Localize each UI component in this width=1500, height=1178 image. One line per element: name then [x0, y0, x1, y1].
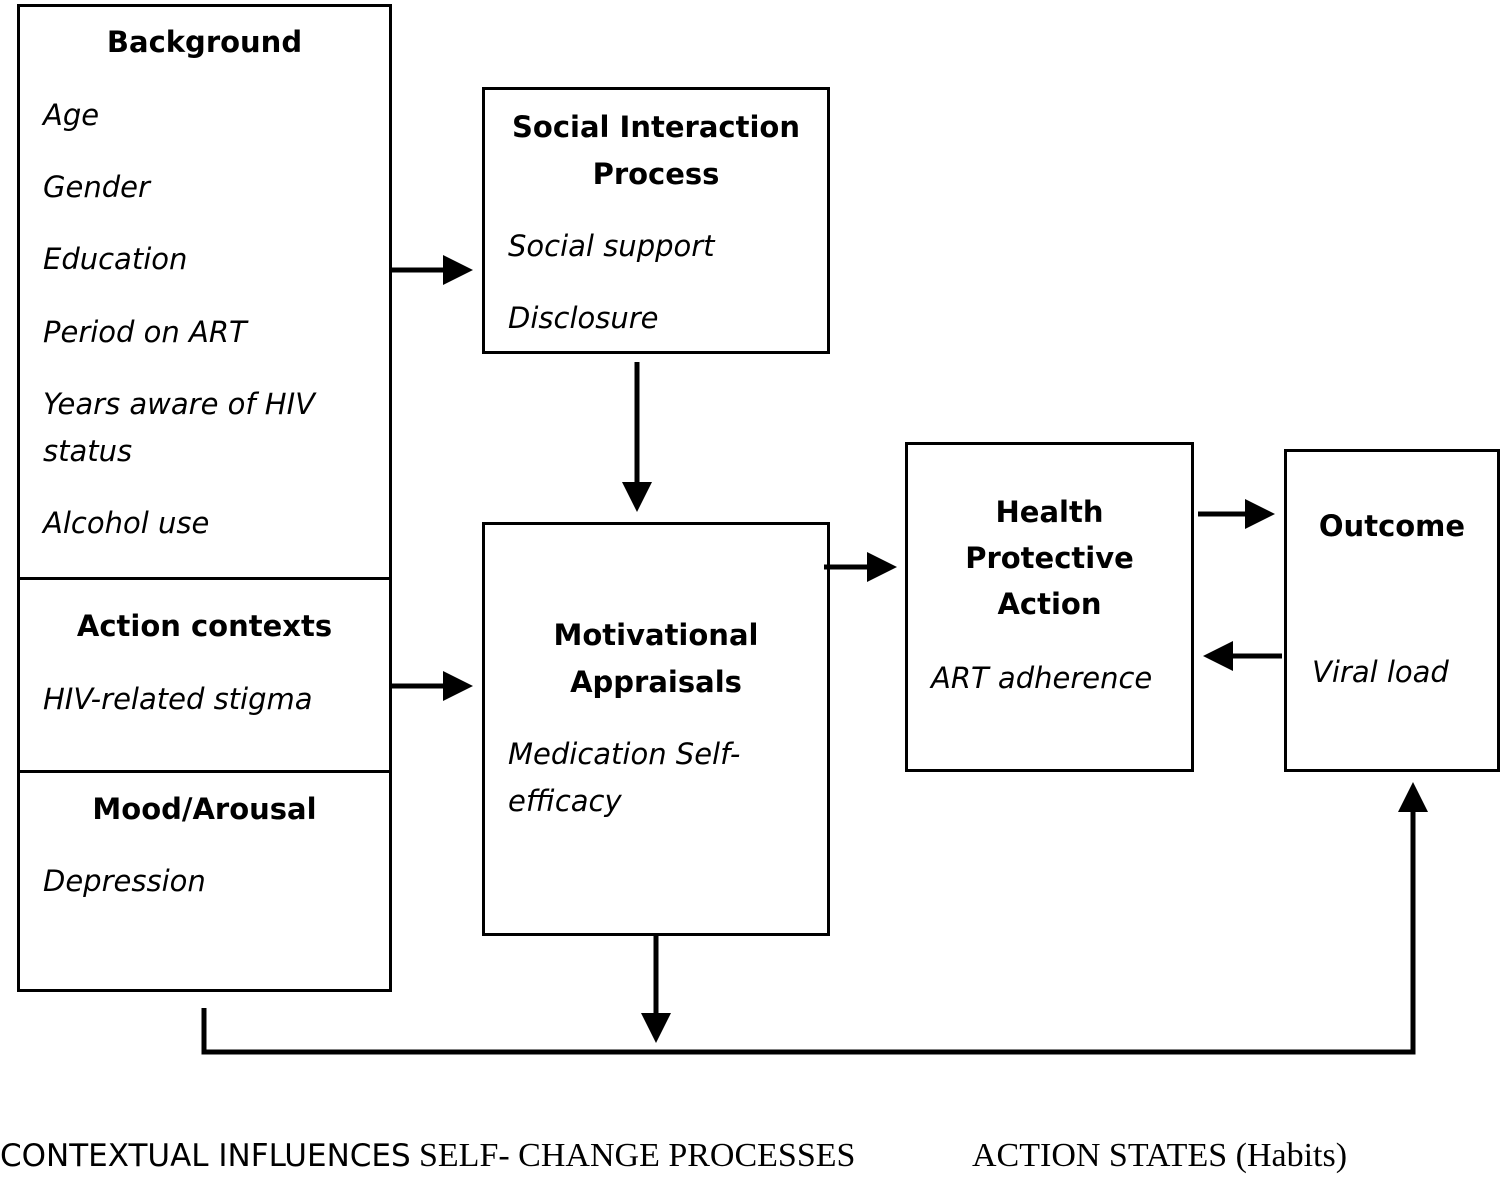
background-item-years-aware: Years aware of HIV — [43, 387, 316, 421]
social-item-support: Social support — [508, 229, 715, 263]
motivational-title-line2: Appraisals — [570, 665, 742, 699]
health-title-line2: Protective — [965, 541, 1134, 575]
background-item-gender: Gender — [43, 170, 150, 204]
background-item-period-on-art: Period on ART — [43, 315, 247, 349]
motivational-title-line1: Motivational — [553, 618, 759, 652]
footer-contextual-influences: CONTEXTUAL INFLUENCES — [0, 1138, 411, 1174]
background-item-alcohol-use: Alcohol use — [43, 506, 210, 540]
mood-arousal-box: Mood/Arousal Depression — [17, 770, 392, 992]
background-item-education: Education — [43, 242, 188, 276]
health-title-line3: Action — [997, 587, 1102, 621]
background-item-status: status — [43, 434, 133, 468]
outcome-box: Outcome Viral load — [1284, 449, 1500, 772]
social-interaction-title-line2: Process — [592, 157, 720, 191]
mood-arousal-item-depression: Depression — [43, 864, 206, 898]
action-contexts-box: Action contexts HIV-related stigma — [17, 577, 392, 773]
action-contexts-item-stigma: HIV-related stigma — [43, 682, 313, 716]
health-item-art-adherence: ART adherence — [931, 661, 1153, 695]
action-contexts-title: Action contexts — [76, 609, 333, 643]
background-item-age: Age — [43, 98, 100, 132]
social-item-disclosure: Disclosure — [508, 301, 659, 335]
background-box: Background Age Gender Education Period o… — [17, 4, 392, 580]
health-protective-box: Health Protective Action ART adherence — [905, 442, 1194, 772]
health-title-line1: Health — [995, 495, 1104, 529]
outcome-title: Outcome — [1318, 509, 1466, 543]
motivational-item-line1: Medication Self- — [508, 737, 741, 771]
outcome-item-viral-load: Viral load — [1312, 655, 1449, 689]
motivational-appraisals-box: Motivational Appraisals Medication Self-… — [482, 522, 830, 936]
footer-action-states: ACTION STATES (Habits) — [972, 1137, 1348, 1174]
mood-arousal-title: Mood/Arousal — [92, 792, 317, 826]
social-interaction-title-line1: Social Interaction — [512, 110, 800, 144]
motivational-item-line2: efficacy — [508, 784, 622, 818]
social-interaction-box: Social Interaction Process Social suppor… — [482, 87, 830, 354]
footer-self-change-processes: SELF- CHANGE PROCESSES — [419, 1137, 856, 1174]
background-title: Background — [106, 25, 303, 59]
